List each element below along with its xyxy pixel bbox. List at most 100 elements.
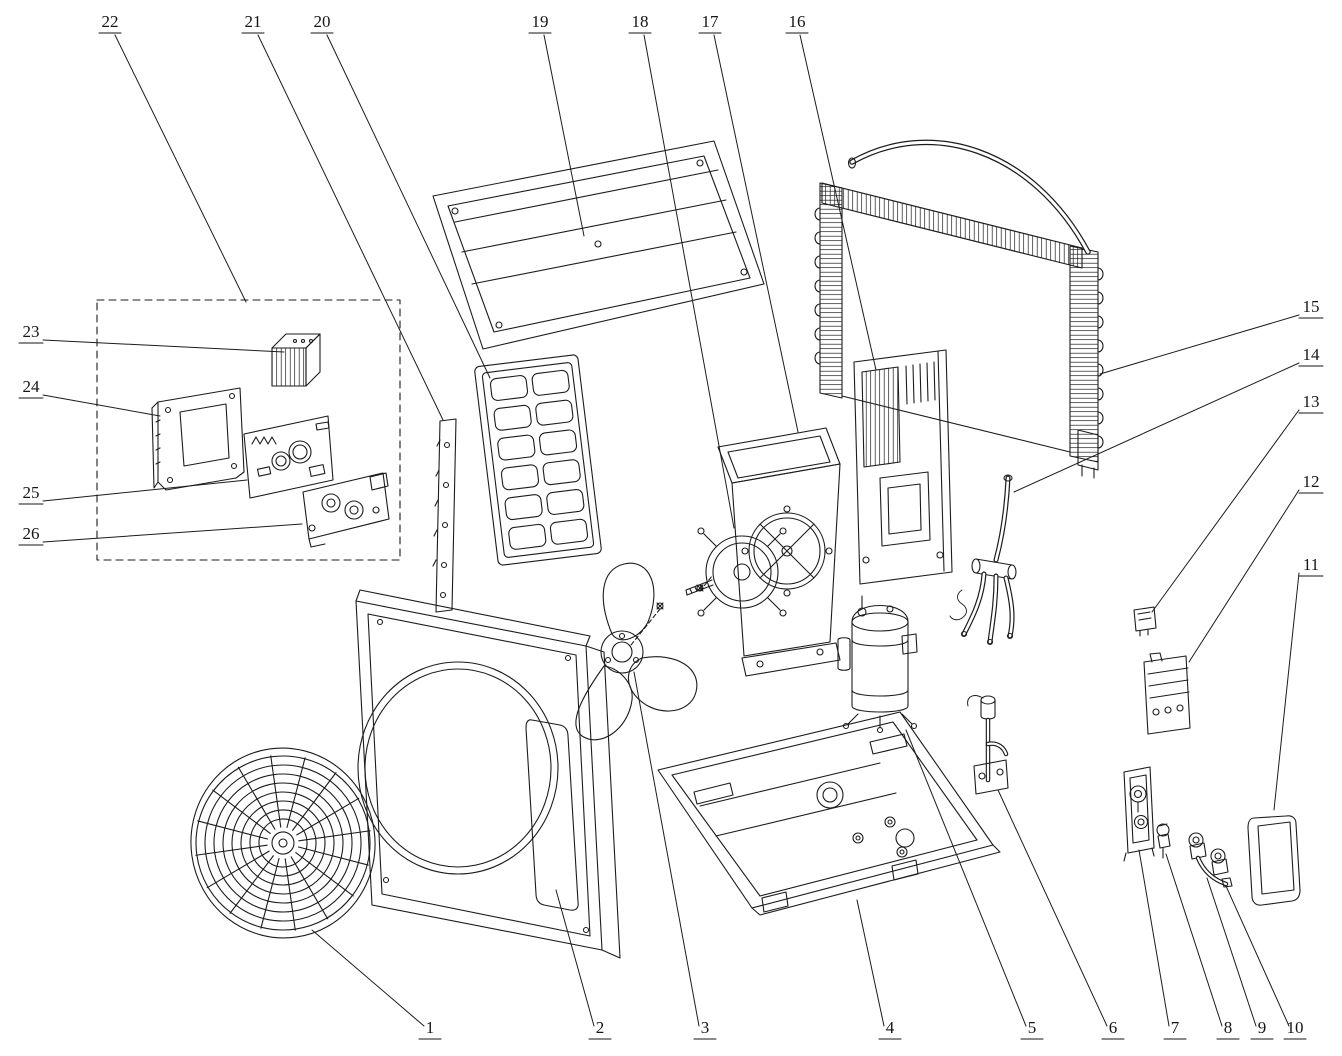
leader-line-9: [1206, 877, 1257, 1027]
part-6-expansion-valve: [967, 695, 1009, 795]
svg-text:15: 15: [1303, 297, 1320, 316]
leader-line-8: [1165, 853, 1223, 1027]
part-label-15: 15: [1298, 297, 1324, 319]
svg-text:12: 12: [1303, 472, 1320, 491]
svg-text:25: 25: [23, 483, 40, 502]
leader-line-13: [1151, 409, 1300, 613]
part-22-ebox-assembly: [96, 299, 401, 561]
leader-line-3: [633, 671, 700, 1027]
svg-text:11: 11: [1303, 555, 1319, 574]
part-17-motor-bracket: [717, 427, 841, 677]
part-7-valve-plate: [1123, 766, 1155, 862]
part-label-26: 26: [18, 524, 44, 546]
leader-lines: [42, 34, 1300, 1027]
svg-text:19: 19: [532, 12, 549, 31]
leader-line-23: [42, 339, 285, 353]
leader-line-16: [799, 34, 877, 371]
svg-text:6: 6: [1109, 1018, 1118, 1037]
part-18-fan-motor: [685, 527, 787, 617]
part-label-16: 16: [785, 12, 809, 34]
svg-text:3: 3: [701, 1018, 710, 1037]
leader-line-2: [555, 889, 595, 1027]
part-label-2: 2: [588, 1018, 612, 1040]
part-13-relay: [1133, 606, 1157, 637]
leader-line-15: [1099, 314, 1300, 375]
part-15-condenser-coil: [814, 139, 1104, 479]
part-label-20: 20: [310, 12, 334, 34]
leader-line-10: [1225, 885, 1290, 1027]
part-label-18: 18: [628, 12, 652, 34]
part-label-17: 17: [698, 12, 722, 34]
leader-line-24: [42, 394, 161, 417]
svg-text:14: 14: [1303, 345, 1321, 364]
leader-line-22: [114, 34, 247, 303]
part-label-22: 22: [98, 12, 122, 34]
part-14-pipe-assembly: [949, 474, 1017, 646]
part-3-axial-fan: [575, 562, 698, 741]
svg-text:13: 13: [1303, 392, 1320, 411]
part-label-7: 7: [1163, 1018, 1187, 1040]
part-labels: 1 2 3 4 5 6 7 8 9 10 11 12 13 14 15 16 1…: [18, 12, 1324, 1040]
svg-text:9: 9: [1258, 1018, 1267, 1037]
part-label-3: 3: [693, 1018, 717, 1040]
svg-text:5: 5: [1028, 1018, 1037, 1037]
leader-line-21: [257, 34, 444, 421]
part-label-11: 11: [1298, 555, 1324, 577]
part-label-13: 13: [1298, 392, 1324, 414]
part-label-19: 19: [528, 12, 552, 34]
svg-text:4: 4: [886, 1018, 895, 1037]
part-8-valve: [1156, 823, 1171, 859]
leader-line-19: [543, 34, 585, 237]
part-label-24: 24: [18, 377, 44, 399]
part-1-fan-grille: [190, 747, 376, 939]
svg-text:1: 1: [426, 1018, 435, 1037]
part-label-25: 25: [18, 483, 44, 505]
part-label-12: 12: [1298, 472, 1324, 494]
part-label-14: 14: [1298, 345, 1324, 367]
svg-text:26: 26: [23, 524, 40, 543]
leader-line-20: [326, 34, 491, 379]
svg-text:21: 21: [245, 12, 262, 31]
leader-line-18: [643, 34, 735, 529]
leader-line-14: [1013, 362, 1300, 493]
part-11-pipe-cover: [1247, 815, 1301, 906]
part-12-electric-box: [1143, 652, 1191, 735]
leader-line-12: [1188, 489, 1300, 663]
svg-text:17: 17: [702, 12, 720, 31]
part-16-partition-panel: [853, 349, 953, 585]
part-label-10: 10: [1283, 1018, 1307, 1040]
part-label-4: 4: [878, 1018, 902, 1040]
part-5-compressor: [837, 595, 918, 734]
part-20-side-grille: [474, 354, 602, 566]
leader-line-4: [856, 899, 885, 1027]
part-label-1: 1: [418, 1018, 442, 1040]
svg-text:24: 24: [23, 377, 41, 396]
svg-text:20: 20: [314, 12, 331, 31]
svg-text:8: 8: [1224, 1018, 1233, 1037]
part-label-21: 21: [241, 12, 265, 34]
svg-text:7: 7: [1171, 1018, 1180, 1037]
part-2-front-panel: [355, 589, 621, 959]
leader-line-26: [42, 523, 303, 543]
part-9-service-valves: [1188, 832, 1229, 876]
part-label-23: 23: [18, 322, 44, 344]
part-26-valve-bracket: [302, 472, 390, 548]
svg-text:23: 23: [23, 322, 40, 341]
part-label-9: 9: [1250, 1018, 1274, 1040]
svg-text:10: 10: [1287, 1018, 1304, 1037]
leader-line-11: [1273, 572, 1300, 811]
svg-text:22: 22: [102, 12, 119, 31]
part-19-top-cover: [432, 140, 765, 350]
part-label-6: 6: [1101, 1018, 1125, 1040]
leader-line-1: [311, 929, 425, 1027]
svg-text:18: 18: [632, 12, 649, 31]
part-label-5: 5: [1020, 1018, 1044, 1040]
part-24-ebox-plate: [151, 387, 245, 491]
part-21-side-plate: [432, 418, 457, 613]
leader-line-25: [42, 479, 248, 502]
leader-line-7: [1138, 849, 1170, 1027]
part-23-capacitor: [271, 333, 321, 387]
part-label-8: 8: [1216, 1018, 1240, 1040]
